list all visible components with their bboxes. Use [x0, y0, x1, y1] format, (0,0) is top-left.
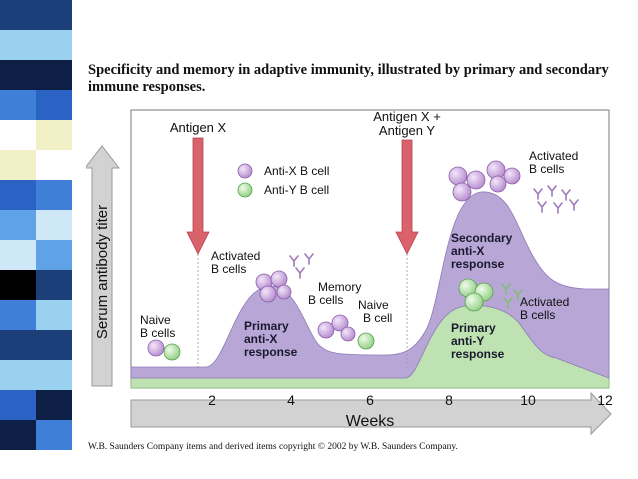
- sidebar-tile: [36, 120, 72, 150]
- legend-anti-x-label: Anti-X B cell: [264, 164, 329, 178]
- activated-b-cells-top-label-1: Activated: [529, 149, 578, 163]
- sidebar-tile: [0, 60, 36, 90]
- sidebar-tile: [0, 420, 36, 450]
- anti-y-antibodies: [501, 283, 523, 309]
- sidebar-tile: [0, 390, 36, 420]
- antigen-xy-label-line1: Antigen X +: [373, 109, 441, 124]
- legend-anti-x-cell-icon: [237, 163, 253, 179]
- primary-x-label-3: response: [244, 345, 298, 359]
- anti-x-response-area: [130, 191, 610, 379]
- sidebar-tile: [36, 180, 72, 210]
- sidebar-tile: [0, 0, 36, 30]
- anti-x-antibodies: [289, 185, 579, 279]
- sidebar-tile: [0, 330, 36, 360]
- activated-b-cells-top-label-2: B cells: [529, 162, 564, 176]
- sidebar-tile: [36, 450, 72, 479]
- x-tick-2: 2: [208, 392, 216, 408]
- memory-b-cells-label-1: Memory: [318, 280, 361, 294]
- y-axis-label: Serum antibody titer: [94, 205, 111, 339]
- sidebar-tile: [36, 330, 72, 360]
- x-tick-6: 6: [366, 392, 374, 408]
- sidebar-tile: [36, 360, 72, 390]
- copyright-notice: W.B. Saunders Company items and derived …: [88, 442, 458, 452]
- x-axis-arrow: [130, 391, 612, 436]
- legend: Anti-X B cell Anti-Y B cell: [237, 163, 329, 198]
- secondary-x-label-3: response: [451, 257, 505, 271]
- sidebar-tile: [36, 60, 72, 90]
- sidebar-tile: [0, 360, 36, 390]
- naive-b-cell-label-1: Naive: [358, 298, 389, 312]
- memory-b-cells-label-2: B cells: [308, 293, 343, 307]
- sidebar-tile: [36, 0, 72, 30]
- sidebar-tile: [36, 390, 72, 420]
- legend-anti-y-label: Anti-Y B cell: [264, 183, 329, 197]
- sidebar-tile: [36, 150, 72, 180]
- sidebar-decoration: [0, 0, 72, 479]
- secondary-x-label-1: Secondary: [451, 231, 513, 245]
- sidebar-tile: [36, 300, 72, 330]
- sidebar-tile: [0, 30, 36, 60]
- x-axis-label: Weeks: [346, 413, 395, 430]
- memory-b-cells: [317, 314, 375, 350]
- antigen-xy-label-line2: Antigen Y: [379, 123, 435, 138]
- sidebar-tile: [36, 30, 72, 60]
- slide-title: Specificity and memory in adaptive immun…: [88, 62, 609, 95]
- primary-y-label-1: Primary: [451, 321, 496, 335]
- sidebar-tile: [0, 240, 36, 270]
- activated-anti-y-label-1: Activated: [520, 295, 569, 309]
- x-tick-10: 10: [520, 392, 536, 408]
- sidebar-tile: [36, 420, 72, 450]
- naive-b-cell-label-2: B cell: [363, 311, 392, 325]
- sidebar-tile: [0, 300, 36, 330]
- sidebar-tile: [36, 240, 72, 270]
- sidebar-tile: [36, 210, 72, 240]
- antigen-x-arrow: [186, 137, 210, 255]
- primary-y-label-2: anti-Y: [451, 334, 484, 348]
- secondary-x-label-2: anti-X: [451, 244, 484, 258]
- immune-response-figure: Antigen X Antigen X + Antigen Y Anti-X B…: [86, 109, 613, 436]
- antigen-x-label: Antigen X: [170, 120, 227, 135]
- sidebar-tile: [0, 210, 36, 240]
- sidebar-tile: [36, 270, 72, 300]
- activated-b-cells-secondary: [448, 160, 521, 202]
- activated-anti-y-b-cells: [458, 278, 494, 312]
- activated-anti-y-label-2: B cells: [520, 308, 555, 322]
- primary-x-label-1: Primary: [244, 319, 289, 333]
- x-tick-4: 4: [287, 392, 295, 408]
- sidebar-tile: [0, 270, 36, 300]
- sidebar-tile: [0, 120, 36, 150]
- activated-b-cells-label-1: Activated: [211, 249, 260, 263]
- x-tick-8: 8: [445, 392, 453, 408]
- sidebar-tile: [0, 180, 36, 210]
- naive-b-cells-label-2: B cells: [140, 326, 175, 340]
- y-axis-arrow: [86, 145, 121, 387]
- activated-b-cells-primary: [255, 270, 292, 303]
- legend-anti-y-cell-icon: [237, 182, 253, 198]
- sidebar-tile: [0, 150, 36, 180]
- primary-x-label-2: anti-X: [244, 332, 277, 346]
- primary-y-label-3: response: [451, 347, 505, 361]
- activated-b-cells-label-2: B cells: [211, 262, 246, 276]
- naive-b-cells: [147, 339, 181, 361]
- naive-b-cells-label-1: Naive: [140, 313, 171, 327]
- sidebar-tile: [36, 90, 72, 120]
- sidebar-tile: [0, 90, 36, 120]
- sidebar-tile: [0, 450, 36, 479]
- antigen-xy-arrow: [395, 139, 419, 255]
- x-tick-12: 12: [597, 392, 613, 408]
